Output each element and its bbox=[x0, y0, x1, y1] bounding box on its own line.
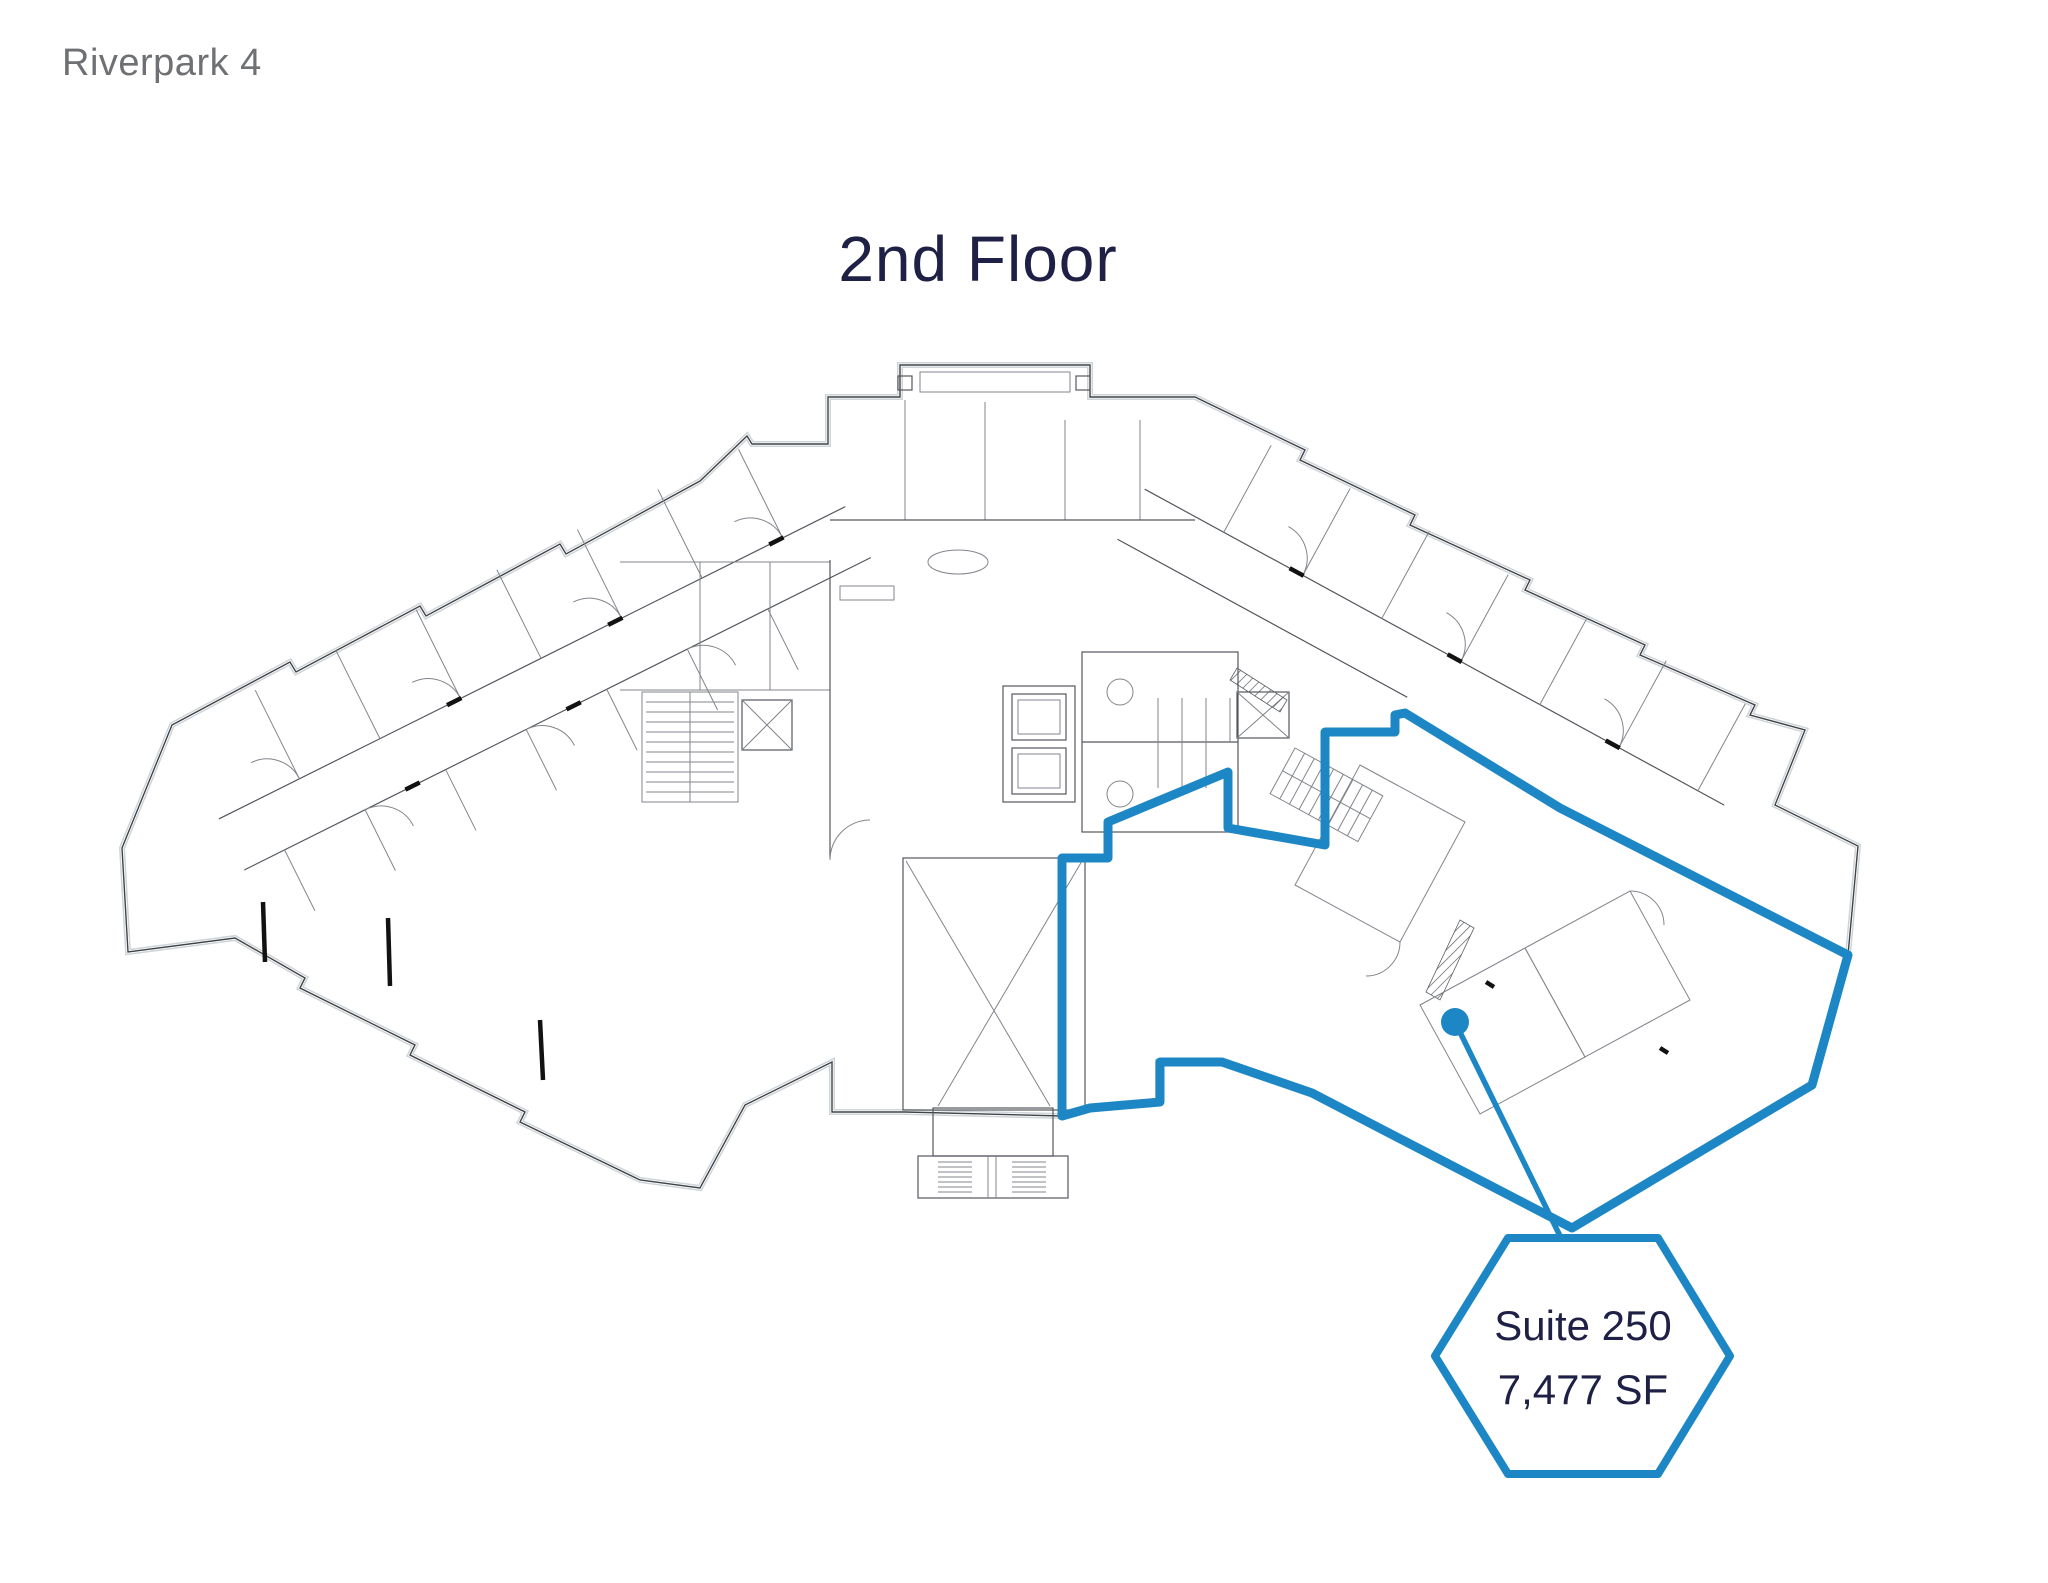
suite-leader-line bbox=[1452, 1019, 1565, 1243]
suite-marker-dot[interactable] bbox=[1441, 1008, 1469, 1036]
hatched-wall-1 bbox=[1229, 667, 1288, 713]
core bbox=[641, 651, 1475, 1001]
center-rooms bbox=[260, 400, 1195, 1081]
stairwell-left bbox=[641, 691, 793, 803]
suite-name-label: Suite 250 bbox=[1494, 1302, 1672, 1349]
elevator-shafts bbox=[1002, 685, 1076, 803]
restrooms bbox=[1081, 651, 1239, 833]
building-name: Riverpark 4 bbox=[62, 42, 262, 84]
suite-label-hexagon[interactable] bbox=[1431, 1234, 1734, 1478]
suite-250-outline[interactable] bbox=[1057, 708, 1853, 1233]
floor-title: 2nd Floor bbox=[838, 223, 1118, 295]
building-outline bbox=[122, 365, 1858, 1228]
stairwell-center bbox=[1269, 747, 1384, 843]
right-wing-partitions bbox=[1117, 445, 1746, 806]
roof-parapet bbox=[897, 371, 1091, 393]
left-wing-partitions bbox=[218, 449, 872, 911]
entrance-steps bbox=[917, 1155, 1069, 1199]
hatched-wall-2 bbox=[1425, 919, 1475, 1001]
suite-area-label: 7,477 SF bbox=[1497, 1366, 1669, 1413]
